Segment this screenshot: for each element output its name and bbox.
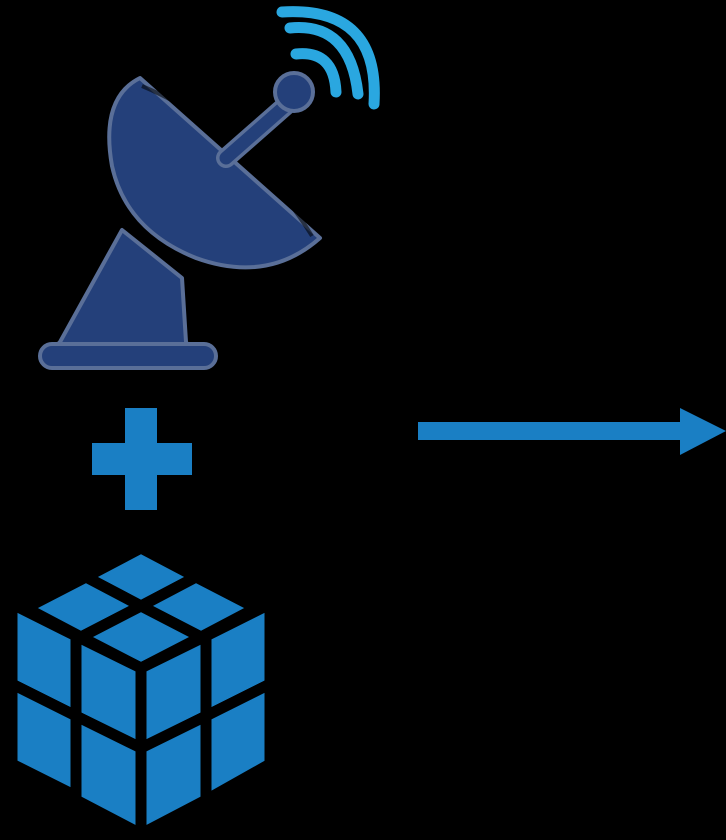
cube-icon — [6, 542, 276, 840]
satellite-dish-icon — [38, 71, 322, 370]
signal-waves-icon — [276, 6, 380, 110]
arrow-right-icon — [418, 408, 726, 455]
plus-icon — [92, 408, 192, 510]
